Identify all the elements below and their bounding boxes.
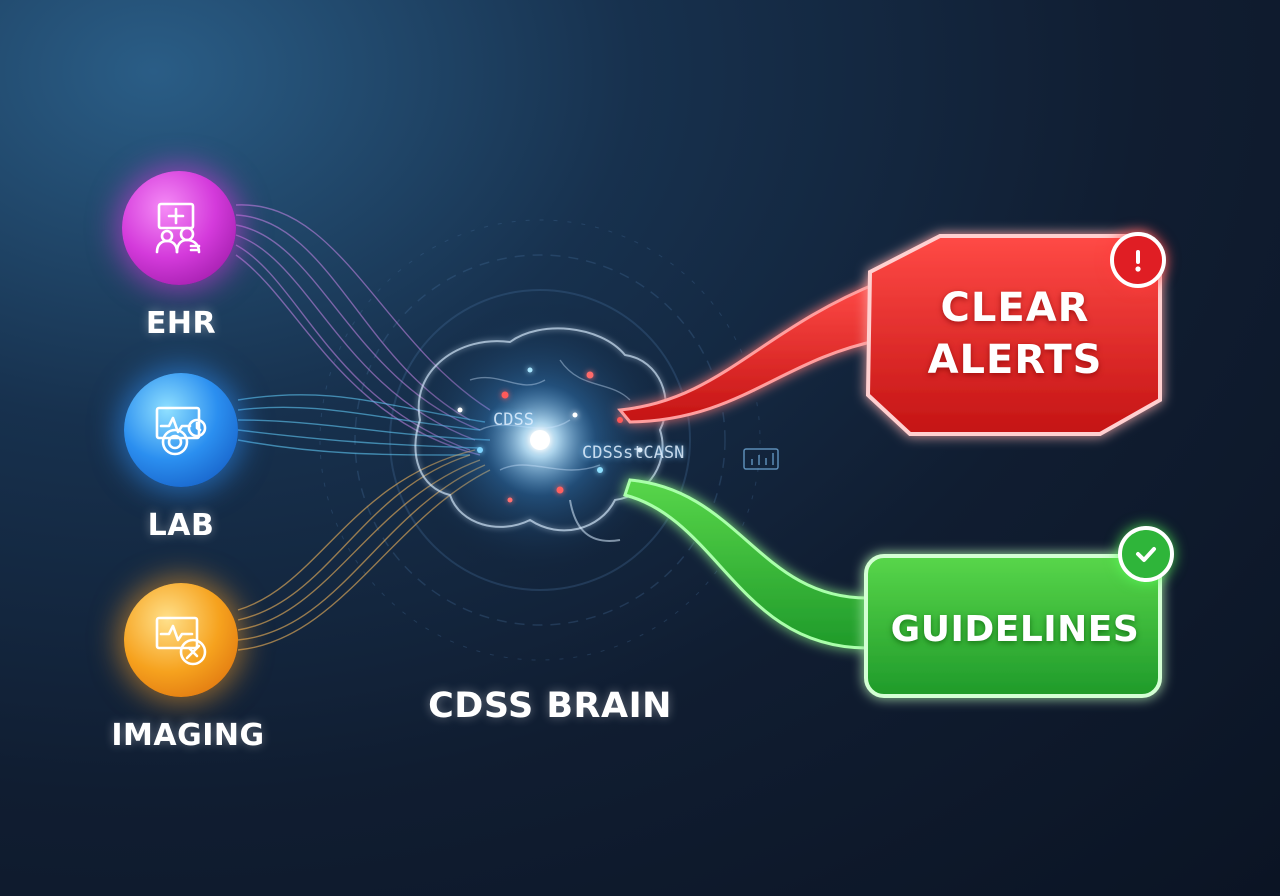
lab-label: LAB: [147, 508, 215, 543]
ehr-node: [122, 171, 236, 285]
brain-graphic: [400, 300, 680, 580]
ehr-patient-icon: [155, 202, 201, 254]
brain-rings: [319, 219, 761, 661]
clear-alerts-line1: CLEAR: [940, 285, 1090, 331]
imaging-label: IMAGING: [111, 718, 265, 753]
brain-label: CDSS BRAIN: [428, 686, 672, 726]
clear-alerts-text: CLEAR ALERTS: [905, 282, 1125, 386]
guidelines-text: GUIDELINES: [890, 609, 1140, 650]
imaging-scan-icon: [155, 616, 207, 666]
alert-badge: [1110, 232, 1166, 288]
brain-inner-text-1: CDSS: [493, 410, 534, 430]
ehr-label: EHR: [145, 306, 217, 341]
guidelines-connector: [623, 478, 872, 650]
guidelines-box: [864, 554, 1162, 698]
mini-chart-icon: [743, 448, 779, 470]
check-icon: [1136, 547, 1156, 562]
clear-alerts-box: [865, 234, 1162, 436]
imaging-node: [124, 583, 238, 697]
alerts-connector: [617, 279, 882, 424]
check-badge: [1118, 526, 1174, 582]
lab-monitor-icon: [155, 406, 207, 456]
lab-node: [124, 373, 238, 487]
brain-inner-text-2: CDSSstCASN: [582, 443, 685, 463]
alert-icon: [1135, 250, 1141, 272]
clear-alerts-line2: ALERTS: [927, 337, 1103, 383]
